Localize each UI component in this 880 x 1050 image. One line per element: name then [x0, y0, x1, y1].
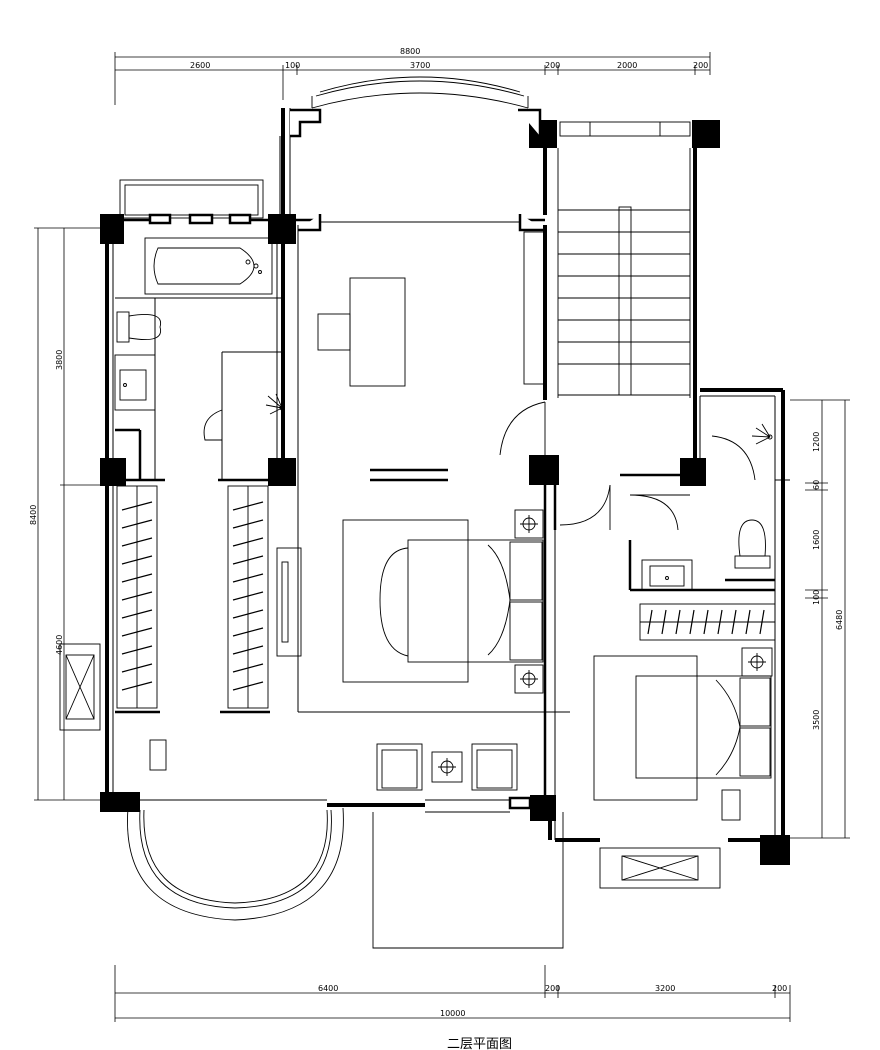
top-dim-3: 3700 [410, 61, 430, 70]
study-door [499, 401, 546, 456]
toilet-left [116, 311, 162, 343]
thin-walls [112, 108, 790, 840]
staircase [523, 148, 691, 398]
top-dim-6: 200 [693, 61, 708, 70]
top-dim-1: 2600 [190, 61, 210, 70]
sink-left [114, 354, 156, 411]
wardrobe-right [227, 485, 269, 709]
study-desk [317, 277, 406, 387]
shower [203, 393, 285, 441]
bottom-dimension-lines [114, 965, 791, 1022]
interior-walls [110, 218, 775, 805]
top-dimension-lines [114, 52, 711, 105]
round-balcony [127, 807, 344, 921]
right-dimension-lines [790, 399, 850, 839]
armchairs [149, 739, 518, 791]
sink-right [641, 559, 693, 591]
bedroom-balcony [599, 847, 721, 889]
toilet-right [734, 519, 771, 569]
right-dim-4: 100 [812, 590, 821, 605]
drawing-title: 二层平面图 [447, 1037, 512, 1050]
wardrobe-left [116, 485, 158, 709]
column-caps [148, 108, 545, 810]
bottom-dim-3: 3200 [655, 984, 675, 993]
bottom-dim-4: 200 [772, 984, 787, 993]
bottom-total-dim: 10000 [440, 1009, 465, 1018]
left-bay-window [59, 643, 101, 731]
bathroom-balcony [119, 179, 264, 219]
bottom-dim-1: 6400 [318, 984, 338, 993]
left-dimension-lines [34, 227, 110, 801]
structural-columns [100, 120, 790, 865]
top-total-dim: 8800 [400, 47, 420, 56]
front-porch [372, 812, 564, 949]
right-dim-3: 1600 [812, 530, 821, 550]
top-dim-2: 100 [285, 61, 300, 70]
top-bay-window [311, 76, 529, 109]
nightstand-lamp-bottom [514, 664, 544, 694]
second-nightstand-bottom [721, 789, 741, 821]
bottom-dim-2: 200 [545, 984, 560, 993]
closet-right [639, 603, 776, 641]
bathtub [144, 237, 273, 295]
left-total-dim: 8400 [29, 505, 38, 525]
shower-right [751, 423, 773, 445]
top-dim-5: 2000 [617, 61, 637, 70]
right-dim-1: 1200 [812, 432, 821, 452]
left-dim-2: 4600 [55, 635, 64, 655]
top-dim-4: 200 [545, 61, 560, 70]
master-bed [342, 519, 544, 683]
right-dim-2: 60 [812, 480, 821, 490]
right-dim-5: 3500 [812, 710, 821, 730]
tv-cabinet [276, 547, 302, 657]
right-total-dim: 6480 [835, 610, 844, 630]
left-dim-1: 3800 [55, 350, 64, 370]
stair-balcony [559, 121, 691, 137]
second-bed [593, 655, 772, 801]
nightstand-lamp-top [514, 509, 544, 539]
exterior-walls [105, 108, 785, 842]
bath-door [559, 435, 756, 531]
second-nightstand-top [741, 647, 773, 677]
